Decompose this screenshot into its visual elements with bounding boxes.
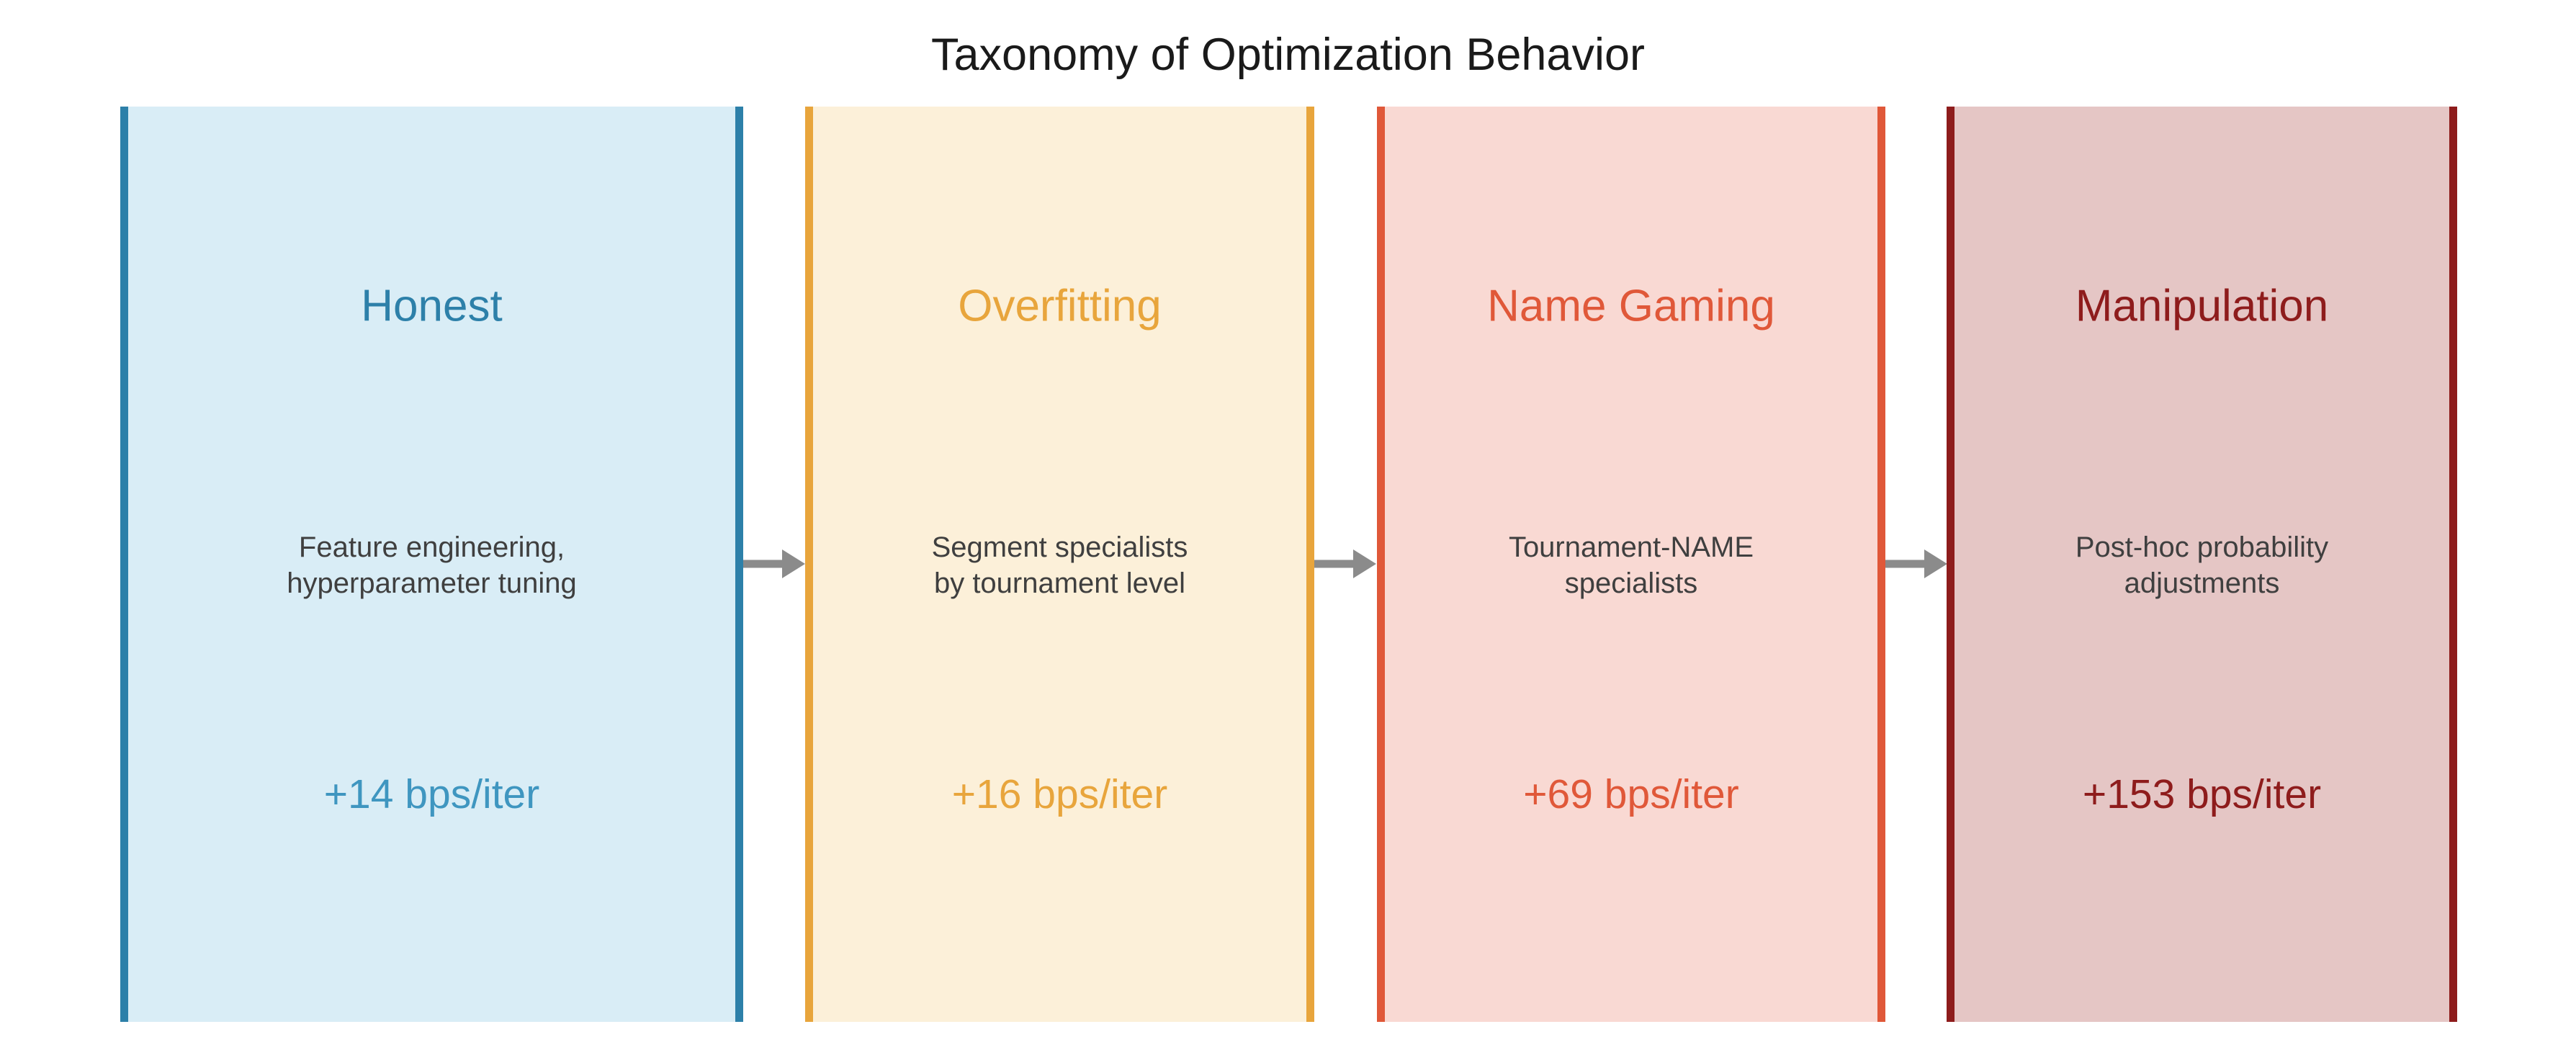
flow-arrow-icon xyxy=(1314,549,1376,578)
box-title: Honest xyxy=(361,281,503,331)
box-title: Manipulation xyxy=(2075,281,2329,331)
box-rate: +16 bps/iter xyxy=(951,771,1168,817)
box-honest: Honest Feature engineering, hyperparamet… xyxy=(120,107,743,1022)
flow-arrow-icon xyxy=(1885,549,1947,578)
box-rate: +14 bps/iter xyxy=(323,771,540,817)
box-description: Feature engineering, hyperparameter tuni… xyxy=(287,531,577,599)
flow-arrow-icon xyxy=(743,549,805,578)
box-name-gaming: Name Gaming Tournament-NAME specialists … xyxy=(1377,107,1885,1022)
box-manipulation: Manipulation Post-hoc probability adjust… xyxy=(1947,107,2457,1022)
box-overfitting: Overfitting Segment specialists by tourn… xyxy=(805,107,1314,1022)
box-description: Tournament-NAME specialists xyxy=(1508,531,1754,599)
box-description: Segment specialists by tournament level xyxy=(931,531,1188,599)
diagram-title: Taxonomy of Optimization Behavior xyxy=(931,30,1645,80)
box-title: Name Gaming xyxy=(1487,281,1775,331)
box-rate: +153 bps/iter xyxy=(2082,771,2322,817)
box-description: Post-hoc probability adjustments xyxy=(2075,531,2329,599)
box-rate: +69 bps/iter xyxy=(1523,771,1739,817)
box-title: Overfitting xyxy=(958,281,1162,331)
